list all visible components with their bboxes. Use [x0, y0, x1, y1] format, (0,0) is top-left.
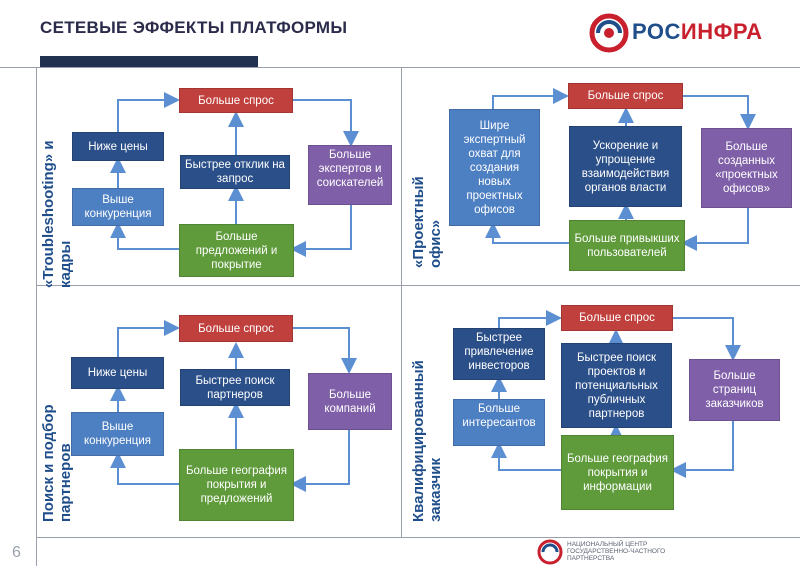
vertical-divider	[401, 67, 402, 537]
q2-acceleration-box: Ускорение и упрощение взаимодействия орг…	[569, 126, 682, 207]
page-number: 6	[12, 544, 21, 561]
q1-arrow-demand-experts	[293, 99, 359, 147]
logo-wordmark: РОСИНФРА	[632, 19, 763, 45]
q4-faster-attraction-box: Быстрее привлечение инвесторов	[453, 328, 545, 380]
page-title: СЕТЕВЫЕ ЭФФЕКТЫ ПЛАТФОРМЫ	[40, 18, 348, 37]
q2-wider-coverage-box: Шире экспертный охват для создания новых…	[449, 109, 540, 226]
q1-more-offers-box: Больше предложений и покрытие	[179, 224, 294, 277]
logo-ros: РОС	[632, 19, 681, 44]
q2-arrow-users-wider	[485, 222, 569, 244]
q1-higher-competition-box: Выше конкуренция	[72, 188, 164, 226]
q2-arrow-offices-users	[681, 208, 749, 251]
q3-faster-search-box: Быстрее поиск партнеров	[180, 369, 290, 406]
q1-lower-prices-box: Ниже цены	[72, 132, 164, 161]
q1-demand-box: Больше спрос	[179, 88, 293, 113]
q4-more-interested-box: Больше интересантов	[453, 399, 545, 446]
q4-more-pages-box: Больше страниц заказчиков	[689, 359, 780, 421]
q3-more-geo-box: Больше география покрытия и предложений	[179, 449, 294, 521]
q3-arrow-prices-demand	[117, 320, 180, 357]
q3-arrow-companies-geo	[290, 430, 350, 492]
q4-more-geo-info-box: Больше география покрытия и информации	[561, 435, 674, 510]
logo-infra: ИНФРА	[680, 19, 763, 44]
q2-demand-box: Больше спрос	[568, 83, 683, 109]
q3-demand-box: Больше спрос	[179, 315, 293, 342]
q1-arrow-prices-demand	[117, 92, 180, 132]
q4-faster-project-search-box: Быстрее поиск проектов и потенциальных п…	[561, 343, 672, 428]
q4-arrow-geo-interested	[491, 442, 561, 471]
q1-arrow-offers-competition	[110, 222, 179, 250]
title-underline-bar	[40, 56, 258, 67]
q3-arrow-geo-competition	[110, 452, 179, 485]
footer-divider	[36, 537, 800, 538]
q1-arrow-experts-offers	[290, 205, 352, 257]
q1-faster-response-box: Быстрее отклик на запрос	[180, 155, 290, 189]
header-divider	[0, 67, 800, 68]
q2-arrow-demand-offices	[683, 95, 756, 130]
q2-more-offices-box: Больше созданных «проектных офисов»	[701, 128, 792, 208]
q4-demand-box: Больше спрос	[561, 305, 673, 331]
ppp-center-logo-icon	[537, 539, 563, 565]
left-divider	[36, 67, 37, 566]
q2-arrow-wider-demand	[492, 88, 569, 109]
q4-arrow-demand-pages	[673, 317, 741, 361]
q3-more-companies-box: Больше компаний	[308, 373, 392, 430]
q4-arrow-pages-geo	[670, 421, 734, 478]
horizontal-divider	[36, 285, 800, 286]
q3-higher-competition-box: Выше конкуренция	[71, 412, 164, 456]
q3-lower-prices-box: Ниже цены	[71, 357, 164, 389]
footer-org-text: НАЦИОНАЛЬНЫЙ ЦЕНТР ГОСУДАРСТВЕННО-ЧАСТНО…	[567, 541, 666, 562]
rosinfra-logo-icon	[589, 13, 629, 53]
q1-more-experts-box: Больше экспертов и соискателей	[308, 145, 392, 205]
q2-more-users-box: Больше привыкших пользователей	[569, 220, 685, 271]
q4-arrow-attraction-demand	[498, 310, 562, 328]
q3-arrow-demand-companies	[293, 327, 357, 374]
